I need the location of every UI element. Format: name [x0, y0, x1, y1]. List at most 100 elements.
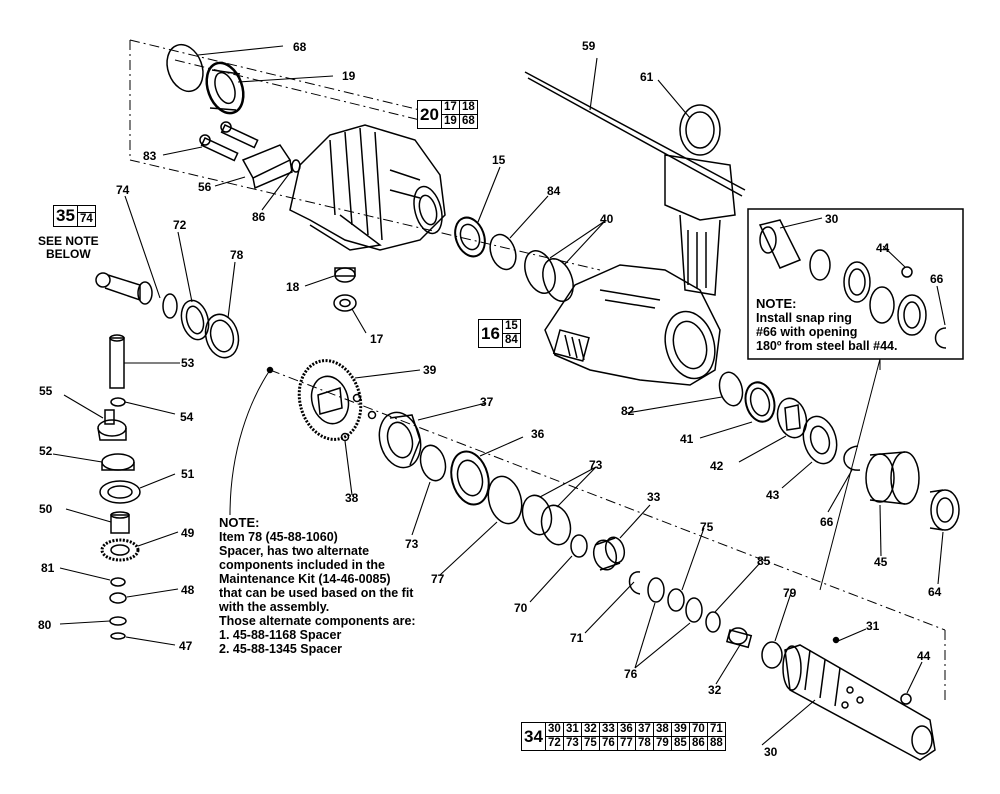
callout-72: 72: [173, 218, 187, 232]
part-75-washer: [667, 588, 685, 612]
group-box-cell: 75: [580, 737, 599, 750]
part-72-washer: [162, 293, 178, 319]
part-37-clutch-sleeve: [378, 411, 422, 469]
part-36-sleeve: [450, 450, 490, 506]
part-49-gear: [100, 538, 140, 562]
callout-45: 45: [874, 555, 888, 569]
part-61-side-handle: [664, 104, 736, 296]
callout-55: 55: [39, 384, 53, 398]
callout-53: 53: [181, 356, 195, 370]
inset-detail-box: [747, 208, 964, 591]
part-68-ring: [166, 43, 204, 93]
callout-41: 41: [680, 432, 694, 446]
part-54-washer: [110, 397, 126, 407]
spacer-note-line: components included in the: [219, 558, 385, 572]
group-box-cell: 17: [444, 101, 457, 113]
part-73-rings: [521, 494, 572, 546]
callout-85: 85: [757, 554, 771, 568]
part-83-screws: [199, 121, 259, 162]
group-box-cell: 74: [77, 212, 95, 226]
callout-52: 52: [39, 444, 53, 458]
group-box-cell: 37: [634, 723, 653, 736]
callout-80: 80: [38, 618, 52, 632]
group-box-16-main: 16: [479, 320, 503, 347]
callout-71: 71: [570, 631, 584, 645]
part-39-gear: [297, 359, 363, 441]
callout-44: 44: [917, 649, 931, 663]
callout-49: 49: [181, 526, 195, 540]
callout-38: 38: [345, 491, 359, 505]
part-79-ring: [761, 641, 783, 669]
part-33-striker: [592, 536, 626, 571]
callout-73-upper: 73: [589, 458, 603, 472]
group-box-cell: 72: [548, 737, 561, 749]
group-box-cell: 32: [580, 723, 599, 736]
spacer-note-line: Maintenance Kit (14-46-0085): [219, 572, 391, 586]
part-85-ring: [705, 611, 721, 633]
part-56-clamp: [241, 144, 293, 190]
group-box-cell: 33: [598, 723, 617, 736]
group-box-cell: 31: [562, 723, 581, 736]
part-30-spindle: [782, 644, 936, 761]
leader-lines: [52, 45, 946, 746]
callout-68: 68: [293, 40, 307, 54]
group-box-cell: 38: [652, 723, 671, 736]
callout-66: 66: [820, 515, 834, 529]
callout-74: 74: [116, 183, 130, 197]
callout-77: 77: [431, 572, 445, 586]
spacer-note-line: that can be used based on the fit: [219, 586, 414, 600]
part-42-cam-plate: [776, 397, 808, 439]
group-box-16: 16 15 84: [478, 319, 521, 348]
see-note-line: SEE NOTE: [38, 234, 99, 248]
see-note-label: SEE NOTE BELOW: [38, 235, 99, 261]
group-box-35-main: 35: [54, 206, 78, 226]
callout-56: 56: [198, 180, 212, 194]
group-box-cell: 73: [562, 737, 581, 750]
spacer-note-line: Item 78 (45-88-1060): [219, 530, 338, 544]
part-74-crank: [95, 272, 153, 305]
inset-note-title: NOTE:: [756, 296, 797, 311]
part-73-ring: [419, 444, 447, 482]
part-17-washer: [333, 294, 357, 312]
group-box-cell: 85: [670, 737, 689, 750]
group-box-cell: 39: [670, 723, 689, 736]
part-53-pin: [109, 334, 125, 389]
part-15-bushing: [454, 216, 486, 258]
callout-51: 51: [181, 467, 195, 481]
group-box-cell: 36: [616, 723, 635, 736]
inset-note-line: Install snap ring: [756, 311, 852, 325]
group-box-34-main: 34: [522, 723, 546, 750]
group-box-cell: 76: [598, 737, 617, 750]
callout-76: 76: [624, 667, 638, 681]
callout-81: 81: [41, 561, 55, 575]
callout-18: 18: [286, 280, 300, 294]
callout-54: 54: [180, 410, 194, 424]
part-70-washer: [570, 534, 588, 558]
see-note-line: BELOW: [46, 247, 91, 261]
group-box-cell: 77: [616, 737, 635, 750]
part-76-rings: [647, 577, 703, 623]
part-77-ring: [487, 475, 523, 525]
group-box-cell: 19: [444, 115, 457, 127]
inset-note-line: #66 with opening: [756, 325, 858, 339]
part-71-snap-ring: [628, 571, 641, 595]
part-38-ball: [340, 393, 377, 442]
callout-15: 15: [492, 153, 506, 167]
group-box-cell: 18: [458, 101, 477, 114]
callout-50: 50: [39, 502, 53, 516]
callout-73-lower: 73: [405, 537, 419, 551]
part-55-crank-shaft: [97, 409, 127, 441]
callout-40: 40: [600, 212, 614, 226]
part-51-gear: [99, 480, 141, 504]
callout-37: 37: [480, 395, 494, 409]
group-box-cell: 84: [505, 334, 518, 346]
callout-31: 31: [866, 619, 880, 633]
callout-30: 30: [764, 745, 778, 759]
group-box-cell: 71: [706, 723, 725, 736]
callout-75: 75: [700, 520, 714, 534]
part-72-ring: [180, 299, 210, 341]
part-50-sleeve: [110, 511, 130, 534]
part-31-ball: [832, 636, 840, 644]
